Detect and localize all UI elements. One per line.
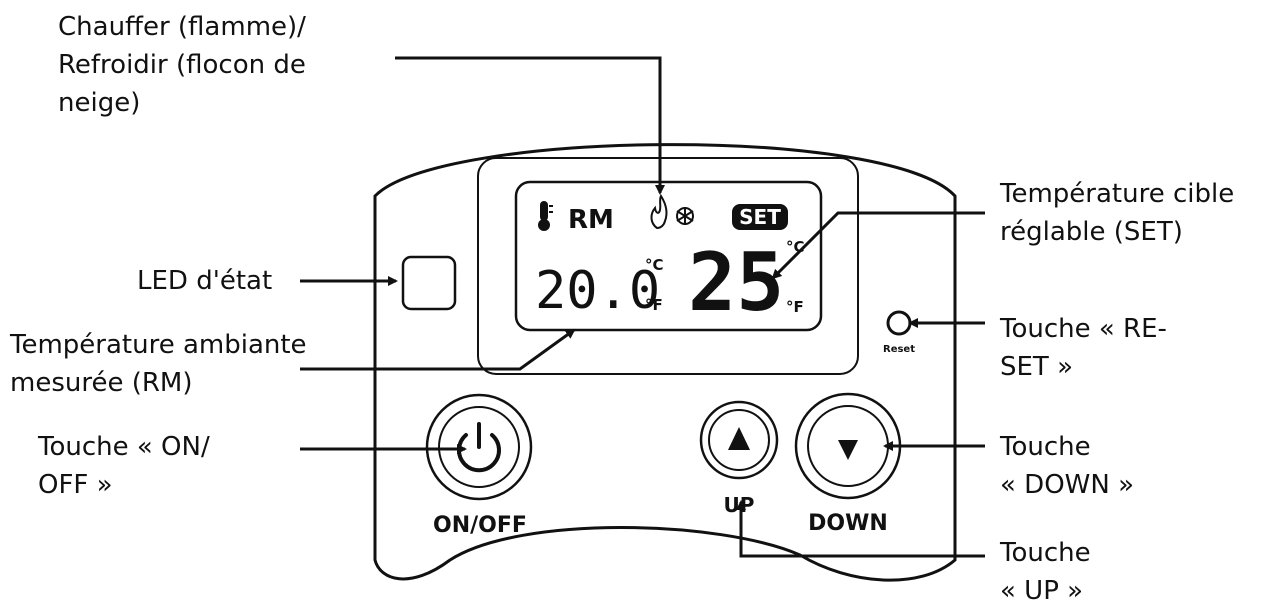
callout-heat-cool-line2: Refroidir (flocon de <box>58 50 306 80</box>
on-off-button[interactable]: ON/OFF <box>425 393 533 538</box>
callout-up-line1: Touche <box>1000 538 1091 568</box>
arrow-heat-cool <box>395 56 665 195</box>
set-unit-f: °F <box>786 298 804 316</box>
down-button[interactable]: DOWN <box>794 392 902 536</box>
on-off-label: ON/OFF <box>433 513 527 538</box>
status-led <box>401 255 457 311</box>
down-arrow-icon <box>838 440 858 460</box>
down-label: DOWN <box>808 511 888 536</box>
arrow-room-temp <box>300 328 576 371</box>
reset-button-label: Reset <box>883 344 915 355</box>
callout-on-off: Touche « ON/ OFF » <box>38 428 210 504</box>
callout-down-line1: Touche <box>1000 432 1091 462</box>
callout-up-line2: « UP » <box>1000 576 1084 606</box>
room-unit-c: °C <box>645 256 664 274</box>
thermometer-icon <box>538 201 553 231</box>
set-badge-label: SET <box>739 205 781 229</box>
callout-heat-cool-line1: Chauffer (flamme)/ <box>58 12 306 42</box>
callout-on-off-line1: Touche « ON/ <box>38 432 210 462</box>
callout-down: Touche « DOWN » <box>1000 428 1134 504</box>
callout-set-temp: Température cible réglable (SET) <box>1000 175 1234 251</box>
callout-down-line2: « DOWN » <box>1000 470 1134 500</box>
callout-led-line1: LED d'état <box>137 266 273 296</box>
arrow-up <box>736 500 985 558</box>
callout-set-temp-line2: réglable (SET) <box>1000 217 1183 247</box>
callout-set-temp-line1: Température cible <box>1000 179 1235 209</box>
callout-room-temp-line1: Température ambiante <box>10 330 307 360</box>
callout-up: Touche « UP » <box>1000 534 1091 610</box>
set-temp-value: 25 <box>688 236 784 329</box>
callout-heat-cool-line3: neige) <box>58 88 141 118</box>
reset-button-ring[interactable] <box>886 310 912 336</box>
callout-room-temp-line2: mesurée (RM) <box>10 368 193 398</box>
callout-reset: Touche « RE- SET » <box>1000 310 1167 386</box>
up-arrow-icon <box>728 427 750 450</box>
room-unit-f: °F <box>645 296 663 314</box>
callout-room-temp: Température ambiante mesurée (RM) <box>10 326 307 402</box>
callout-led: LED d'état <box>137 262 272 300</box>
set-badge <box>732 204 788 230</box>
snowflake-icon <box>676 207 694 225</box>
flame-icon <box>650 193 668 230</box>
room-temp-value: 20.0 <box>535 261 660 321</box>
rm-label: RM <box>568 205 614 235</box>
callout-heat-cool: Chauffer (flamme)/ Refroidir (flocon de … <box>58 8 306 122</box>
callout-reset-line1: Touche « RE- <box>1000 314 1167 344</box>
arrow-set-temp <box>771 211 985 280</box>
up-label: UP <box>724 493 755 517</box>
set-unit-c: °C <box>786 238 805 256</box>
callout-on-off-line2: OFF » <box>38 470 113 500</box>
up-button[interactable]: UP <box>699 400 779 517</box>
callout-reset-line2: SET » <box>1000 352 1073 382</box>
